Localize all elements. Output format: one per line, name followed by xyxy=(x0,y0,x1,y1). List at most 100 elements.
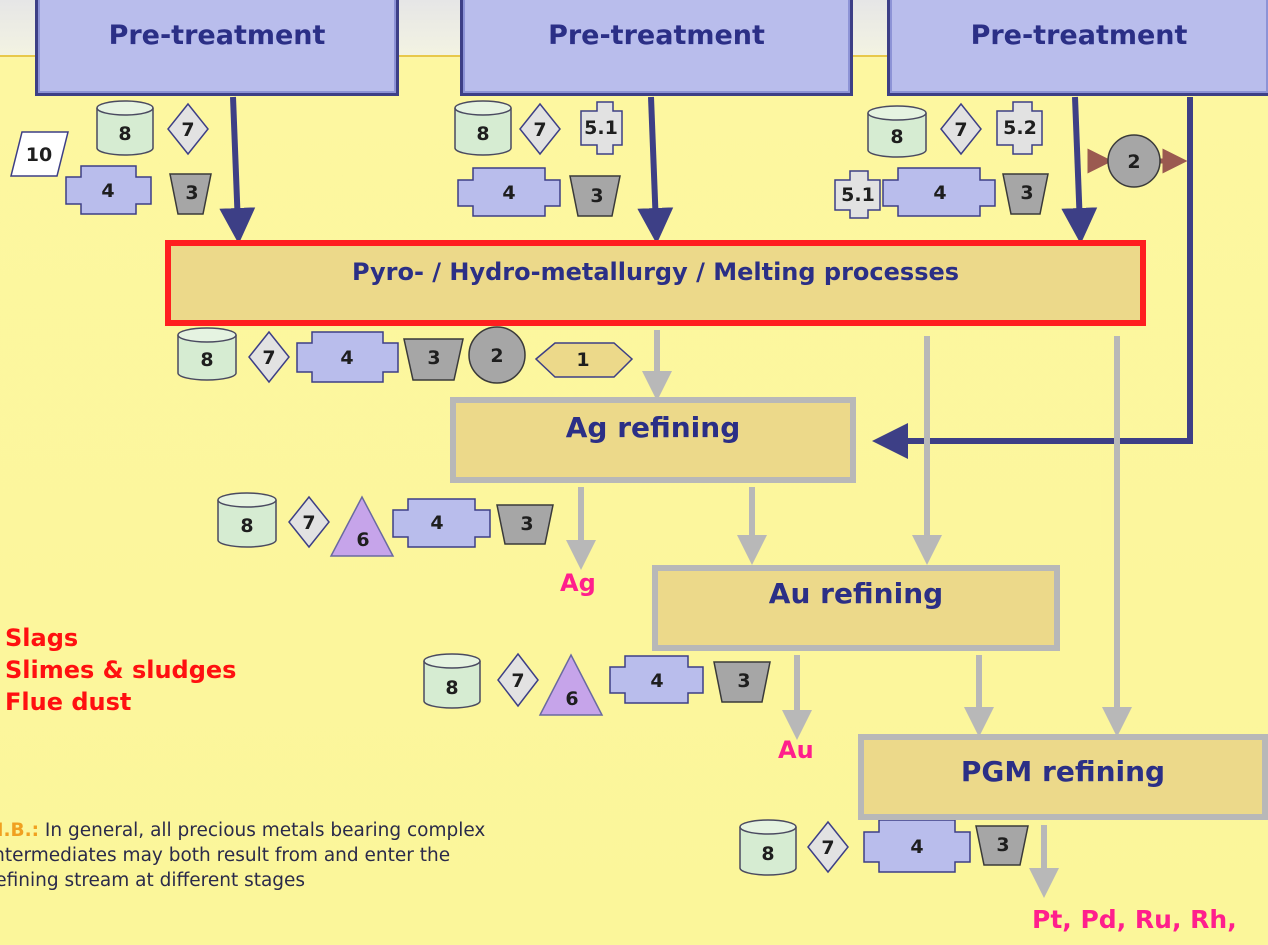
svg-text:4: 4 xyxy=(933,182,946,204)
arrow-right-to-ag-refining xyxy=(872,97,1193,459)
plug-4-icon: 4 xyxy=(457,167,561,217)
arrow-left-pretreatment xyxy=(219,96,256,244)
trapezoid-3-icon: 3 xyxy=(569,175,621,217)
diamond-7-icon: 7 xyxy=(519,102,561,156)
diamond-7-icon: 7 xyxy=(807,820,849,874)
svg-text:7: 7 xyxy=(821,837,834,859)
svg-text:4: 4 xyxy=(430,512,443,534)
trapezoid-3-icon: 3 xyxy=(496,504,554,545)
residue-list: Slags Slimes & sludges Flue dust xyxy=(5,622,236,718)
circle-2-icon: 2 xyxy=(468,326,526,384)
svg-text:3: 3 xyxy=(590,185,603,207)
svg-text:8: 8 xyxy=(240,515,253,537)
svg-text:8: 8 xyxy=(890,126,903,148)
svg-text:7: 7 xyxy=(302,512,315,534)
svg-text:7: 7 xyxy=(511,670,524,692)
svg-text:6: 6 xyxy=(356,529,369,551)
diamond-7-icon: 7 xyxy=(288,495,330,549)
parallelogram-10-icon: 10 xyxy=(10,131,69,177)
svg-text:7: 7 xyxy=(954,119,967,141)
pretreatment-center-label: Pre-treatment xyxy=(548,19,765,51)
svg-text:8: 8 xyxy=(476,123,489,145)
plug-4-icon: 4 xyxy=(296,331,399,383)
cylinder-8-icon: 8 xyxy=(217,492,277,548)
svg-text:4: 4 xyxy=(340,347,353,369)
circle-2-icon: 2 xyxy=(1107,134,1161,188)
svg-text:5.2: 5.2 xyxy=(1003,117,1037,139)
svg-text:2: 2 xyxy=(490,345,503,367)
pgm-refining-label: PGM refining xyxy=(960,754,1166,788)
svg-text:4: 4 xyxy=(502,182,515,204)
svg-text:2: 2 xyxy=(1127,151,1140,173)
ag-refining-box: Ag refining xyxy=(450,397,856,483)
svg-text:4: 4 xyxy=(650,670,663,692)
pretreatment-box-left: Pre-treatment xyxy=(35,0,399,96)
residue-flue-dust: Flue dust xyxy=(5,688,132,716)
product-ag: Ag xyxy=(560,569,596,597)
svg-text:4: 4 xyxy=(101,180,114,202)
pretreatment-box-center: Pre-treatment xyxy=(460,0,853,96)
main-process-box: Pyro- / Hydro-metallurgy / Melting proce… xyxy=(165,240,1146,326)
pretreatment-left-label: Pre-treatment xyxy=(108,19,326,51)
product-pgm: Pt, Pd, Ru, Rh, xyxy=(1032,905,1237,934)
residue-slags: Slags xyxy=(5,624,79,652)
residue-slimes: Slimes & sludges xyxy=(5,656,237,684)
svg-text:4: 4 xyxy=(910,836,923,858)
svg-text:3: 3 xyxy=(427,347,440,369)
plug-4-icon: 4 xyxy=(609,655,704,704)
pretreatment-right-label: Pre-treatment xyxy=(970,19,1188,51)
trapezoid-3-icon: 3 xyxy=(713,661,771,703)
plug-4-icon: 4 xyxy=(882,167,996,217)
au-refining-label: Au refining xyxy=(768,576,944,610)
diamond-7-icon: 7 xyxy=(167,102,209,156)
cross-5-1-icon: 5.1 xyxy=(834,170,881,219)
triangle-6-icon: 6 xyxy=(538,653,604,716)
svg-text:3: 3 xyxy=(1020,182,1033,204)
diamond-7-icon: 7 xyxy=(248,330,290,384)
note-body: In general, all precious metals bearing … xyxy=(0,820,486,891)
svg-text:8: 8 xyxy=(118,123,131,145)
svg-text:5.1: 5.1 xyxy=(841,184,875,206)
arrow-right-pretreatment xyxy=(1061,96,1098,244)
svg-text:1: 1 xyxy=(576,349,589,371)
svg-text:3: 3 xyxy=(185,182,198,204)
product-au: Au xyxy=(778,736,814,764)
svg-text:8: 8 xyxy=(200,349,213,371)
svg-text:3: 3 xyxy=(520,513,533,535)
cylinder-8-icon: 8 xyxy=(177,327,237,381)
main-process-label: Pyro- / Hydro-metallurgy / Melting proce… xyxy=(351,258,960,286)
svg-text:8: 8 xyxy=(445,677,458,699)
cylinder-8-icon: 8 xyxy=(96,100,154,156)
diamond-7-icon: 7 xyxy=(497,652,539,708)
arrow-center-pretreatment xyxy=(637,96,674,244)
hexagon-1-icon: 1 xyxy=(534,342,634,378)
pretreatment-box-right: Pre-treatment xyxy=(887,0,1268,96)
svg-text:7: 7 xyxy=(181,119,194,141)
svg-text:3: 3 xyxy=(996,834,1009,856)
cross-5-2-icon: 5.2 xyxy=(996,101,1043,155)
plug-4-icon: 4 xyxy=(65,165,152,215)
note-label: N.B.: xyxy=(0,820,40,841)
cross-5-1-icon: 5.1 xyxy=(580,101,623,155)
svg-text:7: 7 xyxy=(533,119,546,141)
plug-4-icon: 4 xyxy=(863,819,971,873)
plug-4-icon: 4 xyxy=(392,498,491,548)
trapezoid-3-icon: 3 xyxy=(169,173,212,215)
au-refining-box: Au refining xyxy=(652,565,1060,651)
svg-text:8: 8 xyxy=(761,843,774,865)
trapezoid-3-icon: 3 xyxy=(1002,173,1049,215)
svg-text:7: 7 xyxy=(262,347,275,369)
note-text: N.B.: In general, all precious metals be… xyxy=(0,818,508,893)
trapezoid-3-icon: 3 xyxy=(975,825,1029,866)
trapezoid-3-icon: 3 xyxy=(403,338,464,381)
cylinder-8-icon: 8 xyxy=(867,105,927,158)
svg-text:5.1: 5.1 xyxy=(584,117,618,139)
svg-text:10: 10 xyxy=(26,144,52,166)
diamond-7-icon: 7 xyxy=(940,102,982,156)
triangle-6-icon: 6 xyxy=(329,495,395,557)
ag-refining-label: Ag refining xyxy=(565,410,741,444)
svg-text:3: 3 xyxy=(737,670,750,692)
cylinder-8-icon: 8 xyxy=(423,653,481,709)
pgm-refining-box: PGM refining xyxy=(858,734,1268,820)
